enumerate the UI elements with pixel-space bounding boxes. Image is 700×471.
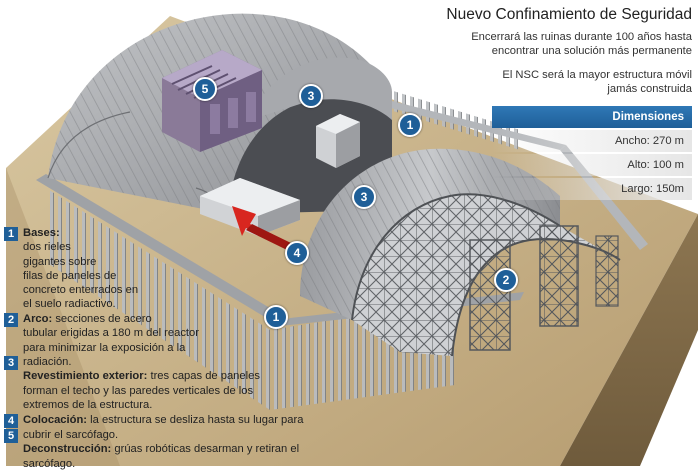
service-buildings (200, 114, 360, 236)
legend-title: Arco: (23, 313, 53, 325)
legend-line: para minimizar la exposición a la (23, 341, 186, 354)
legend-number: 5 (4, 429, 18, 443)
marker-3-back: 3 (299, 84, 323, 108)
legend-line: extremos de la estructura. (23, 398, 153, 411)
legend-line: dos rieles (23, 241, 71, 254)
intro-line-3: El NSC será la mayor estructura móvil (502, 69, 692, 81)
legend-line: el suelo radiactivo. (23, 298, 116, 311)
legend-title: Revestimiento exterior: (23, 370, 148, 383)
dimension-length: Largo: 150m (492, 178, 692, 200)
dimension-height: Alto: 100 m (492, 154, 692, 176)
page-title: Nuevo Confinamiento de Seguridad (446, 6, 692, 23)
intro-line-1: Encerrará las ruinas durante 100 años ha… (471, 31, 692, 43)
marker-5: 5 (193, 77, 217, 101)
marker-2: 2 (494, 268, 518, 292)
dimensions-header: Dimensiones (492, 106, 692, 128)
legend-line: tubular erigidas a 180 m del reactor (23, 327, 199, 340)
legend-title: Bases: (23, 227, 60, 239)
legend-item-deconstruccion: 5 cubrir el sarcófago. Deconstrucción: g… (4, 428, 334, 471)
legend-line: cubrir el sarcófago. (23, 429, 119, 441)
legend-line: forman el techo y las paredes verticales… (23, 384, 254, 397)
legend-line: concreto enterrados en (23, 284, 139, 297)
intro-line-4: jamás construida (607, 83, 692, 95)
legend-line: gigantes sobre (23, 255, 97, 268)
legend-item-bases: 1 Bases: dos rieles gigantes sobre filas… (4, 226, 138, 312)
sarcophagus-block (162, 50, 262, 152)
marker-1-front: 1 (264, 305, 288, 329)
marker-3-front: 3 (352, 185, 376, 209)
legend-number: 2 (4, 313, 18, 327)
dimensions-panel: Dimensiones Ancho: 270 m Alto: 100 m Lar… (492, 106, 692, 200)
legend-item-colocacion: 4 Colocación: la estructura se desliza h… (4, 413, 304, 428)
intro-line-2: encontrar una solución más permanente (491, 45, 692, 57)
legend-title: Colocación: (23, 414, 88, 426)
legend-number: 3 (4, 356, 18, 370)
legend-number: 4 (4, 414, 18, 428)
legend-item-arco: 2 Arco: secciones de acero tubular erigi… (4, 312, 199, 355)
legend-number: 1 (4, 227, 18, 241)
legend-line: grúas robóticas desarman y retiran el sa… (23, 443, 300, 470)
legend-line: radiación. (23, 356, 72, 368)
legend-line: tres capas de paneles (150, 370, 260, 383)
legend-item-revestimiento: 3 radiación. Revestimiento exterior: tre… (4, 355, 260, 412)
dimension-width: Ancho: 270 m (492, 130, 692, 152)
legend-line: secciones de acero (55, 313, 152, 325)
legend-title: Deconstrucción: (23, 443, 112, 456)
legend-line: la estructura se desliza hasta su lugar … (90, 414, 304, 426)
marker-4: 4 (285, 241, 309, 265)
marker-1-back: 1 (398, 113, 422, 137)
legend-line: filas de paneles de (23, 269, 117, 282)
